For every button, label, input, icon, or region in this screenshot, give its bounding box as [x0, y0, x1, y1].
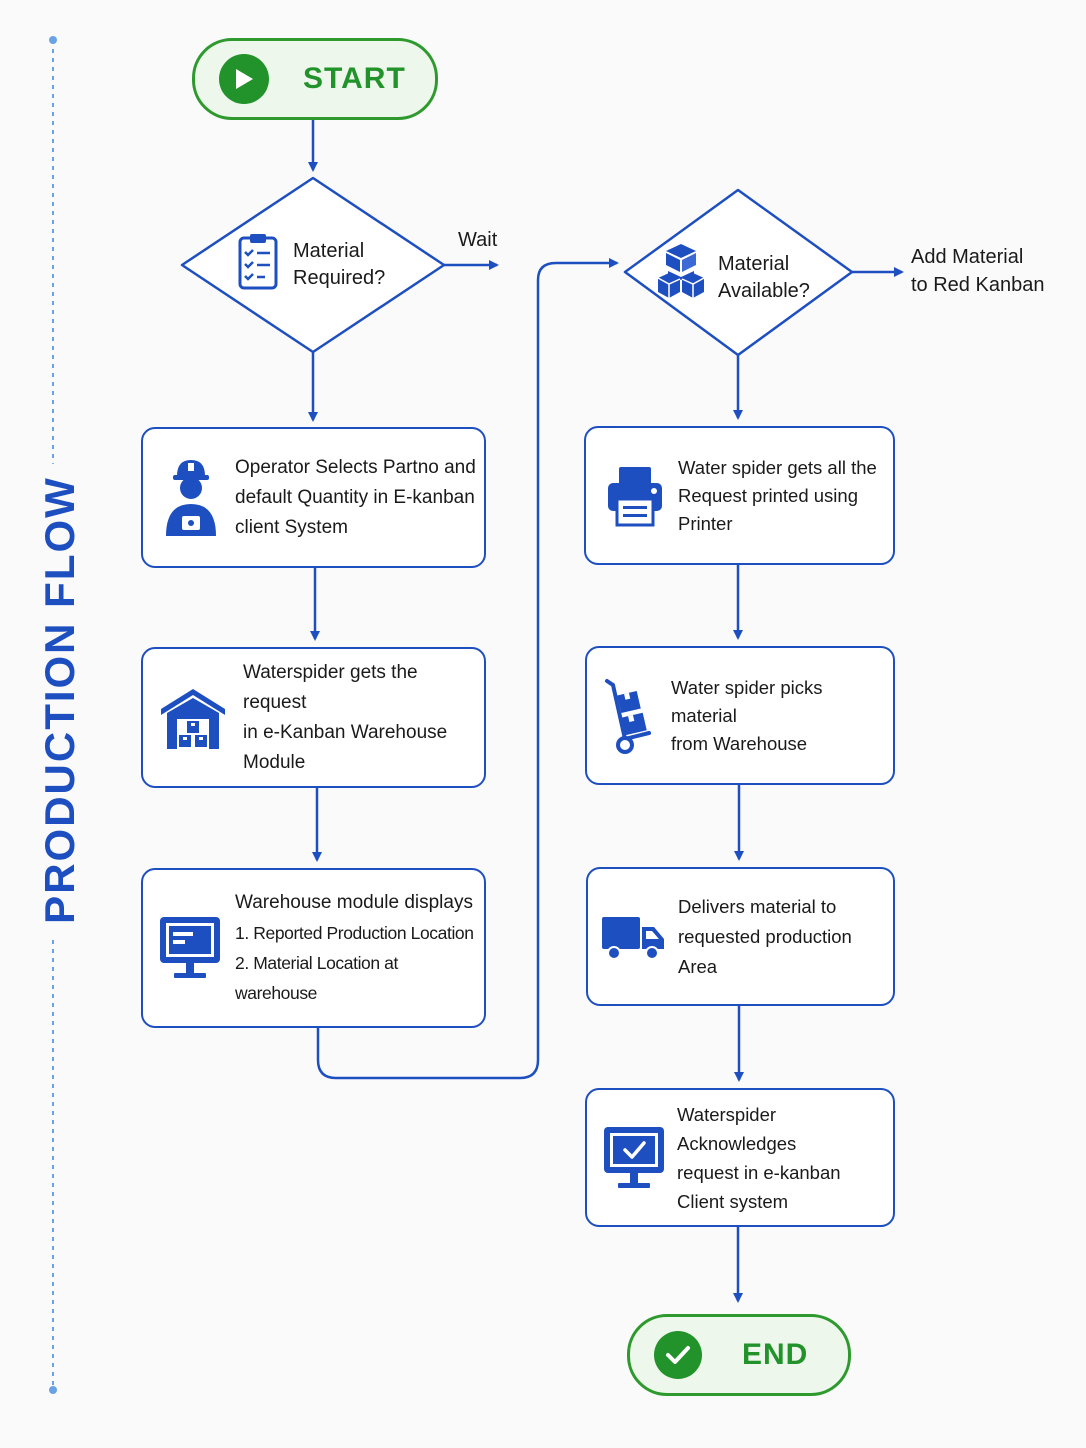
clipboard-checklist-icon — [238, 232, 278, 295]
truck-icon — [598, 913, 668, 961]
operator-icon — [155, 456, 227, 540]
step-delivers-material-line2: requested production Area — [678, 925, 852, 977]
step-waterspider-request-text: Waterspider gets the request in e-Kanban… — [243, 658, 484, 778]
add-material-line2: to Red Kanban — [911, 274, 1045, 296]
step-acknowledges-text: Waterspider Acknowledges request in e-ka… — [677, 1100, 893, 1216]
decision-available-text: Material Available? — [718, 251, 810, 305]
side-title: PRODUCTION FLOW — [36, 464, 84, 936]
arrow-step3-to-available — [316, 258, 619, 1080]
check-circle-icon — [654, 1331, 702, 1379]
step-warehouse-displays-text: Warehouse module displays 1. Reported Pr… — [235, 888, 484, 1008]
step-acknowledges-request: Waterspider Acknowledges request in e-ka… — [585, 1088, 895, 1227]
step-delivers-material-line1: Delivers material to — [678, 895, 837, 917]
monitor-check-icon — [599, 1125, 669, 1191]
step-acknowledges-line2: request in e-kanban — [677, 1161, 841, 1183]
end-label: END — [742, 1338, 809, 1371]
start-terminal: START — [192, 38, 438, 120]
printer-icon — [602, 465, 668, 527]
boxes-icon — [656, 242, 706, 305]
warehouse-icon — [155, 685, 231, 751]
step-request-printed: Water spider gets all the Request printe… — [584, 426, 895, 565]
decision-required-text: Material Required? — [293, 238, 385, 292]
add-material-line1: Add Material — [911, 246, 1024, 268]
step-request-printed-line1: Water spider gets all the — [678, 456, 877, 478]
end-terminal: END — [627, 1314, 851, 1396]
decision-available-line1: Material — [718, 253, 790, 275]
step-operator-line1: Operator Selects Partno and — [235, 456, 476, 478]
step-request-printed-line2: Request printed using — [678, 484, 858, 506]
step-picks-material-text: Water spider picks material from Warehou… — [671, 674, 893, 758]
monitor-icon — [155, 915, 225, 981]
step-operator-line2: default Quantity in E-kanban — [235, 486, 475, 508]
step-delivers-material: Delivers material to requested productio… — [586, 867, 895, 1006]
step-waterspider-request-line2: in e-Kanban Warehouse — [243, 721, 448, 743]
wait-label: Wait — [458, 229, 498, 251]
start-label: START — [303, 62, 406, 95]
step-waterspider-request-line1: Waterspider gets the request — [243, 661, 418, 713]
step-request-printed-line3: Printer — [678, 512, 733, 534]
step-request-printed-text: Water spider gets all the Request printe… — [678, 454, 877, 538]
decision-required-line1: Material — [293, 240, 365, 262]
hand-truck-icon — [597, 677, 659, 755]
step-acknowledges-line1: Waterspider Acknowledges — [677, 1103, 797, 1154]
add-material-label: Add Material to Red Kanban — [911, 243, 1044, 299]
step-waterspider-request-line3: Module — [243, 751, 306, 773]
step-waterspider-request: Waterspider gets the request in e-Kanban… — [141, 647, 486, 788]
step-picks-material: Water spider picks material from Warehou… — [585, 646, 895, 785]
decision-available-line2: Available? — [718, 280, 810, 302]
step-warehouse-displays: Warehouse module displays 1. Reported Pr… — [141, 868, 486, 1028]
decision-required-line2: Required? — [293, 267, 386, 289]
step-warehouse-displays-line1: Warehouse module displays — [235, 892, 473, 913]
step-picks-material-line1: Water spider picks material — [671, 676, 823, 726]
step-operator-line3: client System — [235, 516, 348, 538]
step-operator-text: Operator Selects Partno and default Quan… — [235, 453, 476, 543]
step-delivers-material-text: Delivers material to requested productio… — [678, 892, 893, 982]
step-warehouse-displays-line3: 2. Material Location at warehouse — [235, 953, 398, 1003]
play-icon — [219, 54, 269, 104]
step-acknowledges-line3: Client system — [677, 1190, 789, 1212]
step-picks-material-line2: from Warehouse — [671, 732, 808, 754]
step-warehouse-displays-line2: 1. Reported Production Location — [235, 923, 474, 943]
step-operator-selects: Operator Selects Partno and default Quan… — [141, 427, 486, 568]
side-line-dot-bottom — [49, 1386, 57, 1394]
side-line-dot-top — [49, 36, 57, 44]
